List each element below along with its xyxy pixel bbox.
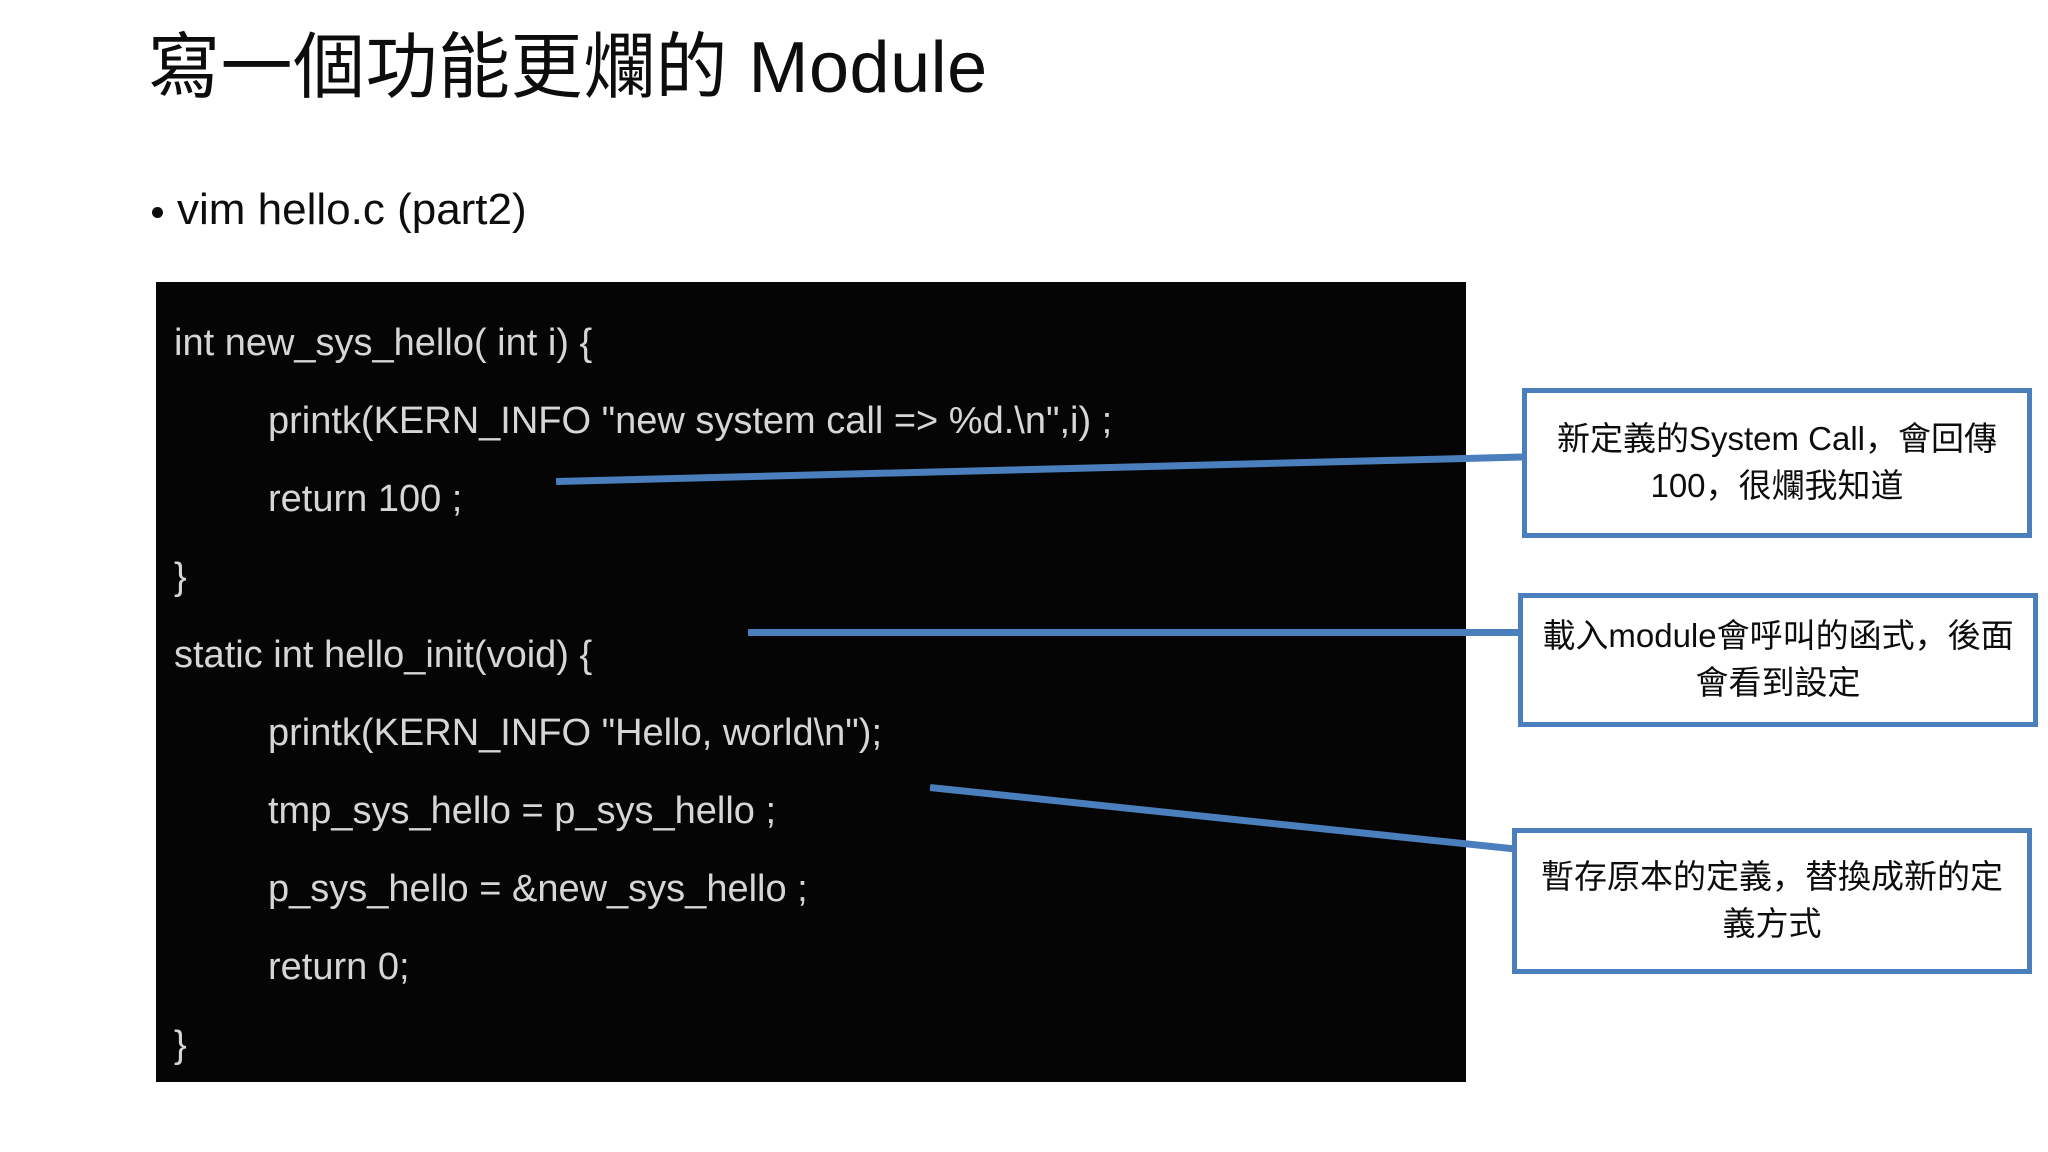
code-block: int new_sys_hello( int i) { printk(KERN_… — [156, 282, 1466, 1082]
code-line: return 0; — [268, 946, 410, 988]
callout-connector-line — [748, 629, 1524, 636]
code-line: p_sys_hello = &new_sys_hello ; — [268, 868, 808, 910]
annotation-callout: 暫存原本的定義，替換成新的定義方式 — [1512, 828, 2032, 974]
code-line: printk(KERN_INFO "Hello, world\n"); — [268, 712, 883, 754]
code-line: } — [174, 1024, 187, 1066]
bullet-list-item: vim hello.c (part2) — [152, 184, 527, 237]
page-title: 寫一個功能更爛的 Module — [148, 28, 988, 108]
bullet-item-label: vim hello.c (part2) — [177, 185, 527, 234]
code-line: int new_sys_hello( int i) { — [174, 322, 593, 364]
code-line: printk(KERN_INFO "new system call => %d.… — [268, 400, 1113, 442]
code-line: static int hello_init(void) { — [174, 634, 593, 676]
code-line: } — [174, 556, 187, 598]
annotation-callout: 新定義的System Call，會回傳100，很爛我知道 — [1522, 388, 2032, 538]
code-line: tmp_sys_hello = p_sys_hello ; — [268, 790, 777, 832]
annotation-callout: 載入module會呼叫的函式，後面會看到設定 — [1518, 593, 2038, 727]
code-line: return 100 ; — [268, 478, 463, 520]
bullet-point-icon — [152, 206, 163, 218]
